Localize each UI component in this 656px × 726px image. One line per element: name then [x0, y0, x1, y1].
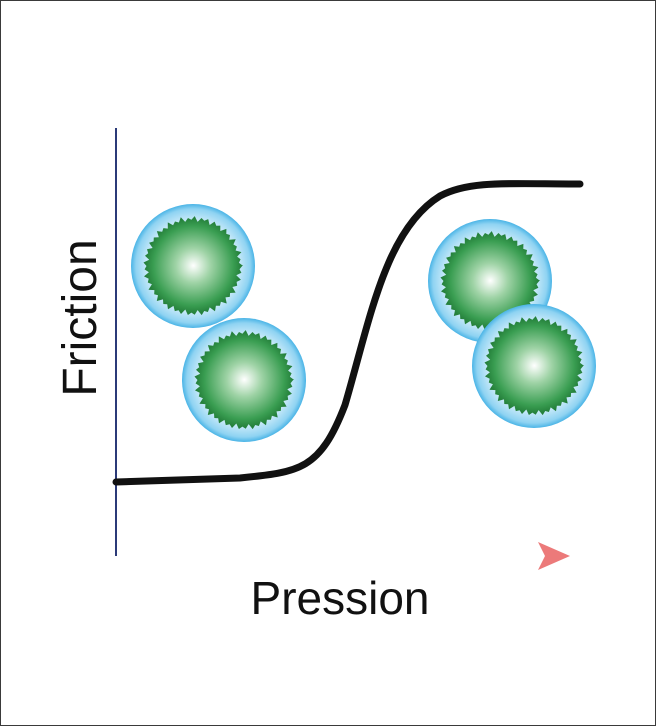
x-axis-label: Pression: [251, 572, 430, 624]
particle-core: [143, 216, 244, 316]
friction-curve: [112, 180, 584, 486]
particle-core: [484, 316, 585, 416]
particle-core: [440, 231, 541, 331]
y-axis-label: Friction: [54, 239, 107, 396]
particle-left-top: [131, 204, 255, 328]
particles-group: [131, 204, 596, 442]
particle-core: [194, 330, 295, 430]
particle-right-bottom: [472, 304, 596, 428]
particle-left-bottom: [182, 318, 306, 442]
x-axis-arrow: [116, 542, 570, 570]
